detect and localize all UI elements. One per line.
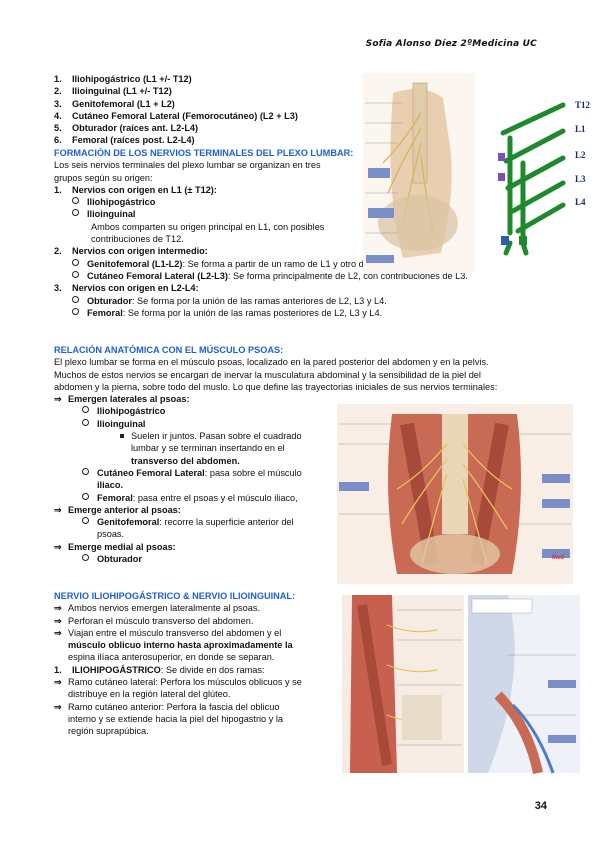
root-label: L4 <box>575 197 586 207</box>
note: transverso del abdomen. <box>131 455 240 466</box>
note: lumbar y se terminan insertando en el <box>131 443 285 454</box>
anatomy-illustration-2: Med <box>337 404 573 584</box>
paragraph: Muchos de estos nervios se encargan de i… <box>54 369 481 380</box>
paragraph: Los seis nervios terminales del plexo lu… <box>54 160 321 171</box>
list-item: Iliohipogástrico <box>54 405 497 417</box>
arrow-item-cont: distribuye en la región lateral del glút… <box>68 689 231 700</box>
arrow-item: ⇒Ramo cutáneo lateral: Perfora los múscu… <box>54 677 302 688</box>
list-item: Iliohipogástrico <box>54 196 468 208</box>
red-label: Med <box>552 555 564 561</box>
root-label: L2 <box>575 150 586 160</box>
list-item: Obturador: Se forma por la unión de las … <box>54 295 468 307</box>
list-item-cont: psoas. <box>97 529 125 540</box>
arrow-item: ⇒Perforan el músculo transverso del abdo… <box>54 615 254 626</box>
nerve-list: 1.Iliohipogástrico (L1 +/- T12) 2.Ilioin… <box>54 73 354 147</box>
section-heading: NERVIO ILIOHIPOGÁSTRICO & NERVIO ILIOING… <box>54 591 296 601</box>
group-item: 2.Nervios con origen intermedio: <box>54 246 208 257</box>
list-item: 6.Femoral (raíces post. L2-L4) <box>54 135 195 146</box>
list-item: Ilioinguinal <box>54 418 497 430</box>
arrow-item: ⇒Emergen laterales al psoas: <box>54 394 190 405</box>
list-item: Genitofemoral (L1-L2): Se forma a partir… <box>54 258 468 270</box>
list-item: Femoral: Se forma por la unión de las ra… <box>54 307 468 319</box>
arrow-item: ⇒Emerge anterior al psoas: <box>54 504 181 515</box>
arrow-item: ⇒Ambos nervios emergen lateralmente al p… <box>54 603 261 614</box>
arrow-item-cont: espina ilíaca anterosuperior, en donde s… <box>68 652 275 663</box>
list-item: Cutáneo Femoral Lateral (L2-L3): Se form… <box>54 270 468 282</box>
note: Ambos comparten su origen principal en L… <box>91 221 325 232</box>
arrow-item-cont: región suprapúbica. <box>68 726 149 737</box>
section-heading: RELACIÓN ANATÓMICA CON EL MÚSCULO PSOAS: <box>54 345 284 355</box>
list-item: 1.Iliohipogástrico (L1 +/- T12) <box>54 74 192 84</box>
list-item: Genitofemoral: recorre la superficie ant… <box>54 516 497 528</box>
plexus-diagram: T12 L1 L2 L3 L4 <box>498 100 591 256</box>
paragraph: grupos según su origen: <box>54 172 153 183</box>
root-label: T12 <box>575 100 591 110</box>
anatomy-illustration-3 <box>342 595 464 773</box>
arrow-item: ⇒Viajan entre el músculo transverso del … <box>54 627 282 638</box>
section-iliohypogastric: NERVIO ILIOHIPOGÁSTRICO & NERVIO ILIOING… <box>54 590 302 738</box>
anatomy-illustration-1 <box>363 73 475 273</box>
root-label: L1 <box>575 124 586 134</box>
paragraph: abdomen y la pierna, sobre todo del musl… <box>54 381 498 392</box>
section-psoas: RELACIÓN ANATÓMICA CON EL MÚSCULO PSOAS:… <box>54 344 497 565</box>
arrow-item: ⇒Emerge medial al psoas: <box>54 541 176 552</box>
list-item: Ilioinguinal <box>54 208 468 220</box>
list-item: 5.Obturador (raíces ant. L2-L4) <box>54 123 199 134</box>
list-item: 4.Cutáneo Femoral Lateral (Femorocutáneo… <box>54 110 298 121</box>
page-number: 34 <box>534 800 547 812</box>
note: contribuciones de T12. <box>91 234 184 245</box>
list-item: Femoral: pasa entre el psoas y el múscul… <box>54 492 497 504</box>
paragraph: El plexo lumbar se forma en el músculo p… <box>54 357 489 368</box>
list-item-cont: iliaco. <box>97 480 124 491</box>
section-heading: FORMACIÓN DE LOS NERVIOS TERMINALES DEL … <box>54 148 354 158</box>
group-item: 1.ILIOHIPOGÁSTRICO: Se divide en dos ram… <box>54 664 265 675</box>
anatomy-illustration-4 <box>468 595 580 775</box>
list-item: 2.Ilioinguinal (L1 +/- T12) <box>54 86 172 97</box>
group-item: 3.Nervios con origen en L2-L4: <box>54 283 199 294</box>
group-item: 1.Nervios con origen en L1 (± T12): <box>54 184 217 195</box>
arrow-item-cont: interno y se extiende hacia la piel del … <box>68 713 284 724</box>
arrow-item-cont: músculo oblicuo interno hasta aproximada… <box>68 640 293 651</box>
list-item: Cutáneo Femoral Lateral: pasa sobre el m… <box>54 467 497 479</box>
list-item: Obturador <box>54 553 497 565</box>
arrow-item: ⇒Ramo cutáneo anterior: Perfora la fasci… <box>54 701 280 712</box>
author-header: Sofia Alonso Díez 2ºMedicina UC <box>365 39 537 49</box>
root-label: L3 <box>575 174 586 184</box>
section-formation: FORMACIÓN DE LOS NERVIOS TERMINALES DEL … <box>54 147 468 319</box>
list-item: 3.Genitofemoral (L1 + L2) <box>54 98 175 109</box>
note: Suelen ir juntos. Pasan sobre el cuadrad… <box>54 430 497 442</box>
